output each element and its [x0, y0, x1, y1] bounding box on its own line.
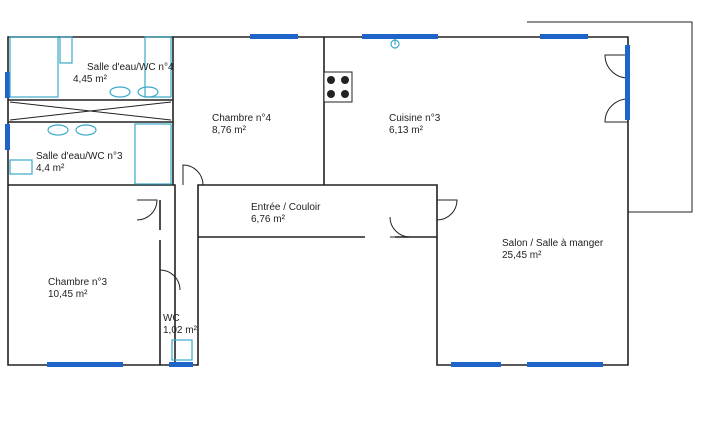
- window-salon-bottom-a: [451, 362, 501, 367]
- room-name-bath4: Salle d'eau/WC n°4: [87, 62, 174, 73]
- door-terrace-b: [604, 98, 629, 123]
- burner-4: [341, 90, 349, 98]
- window-cuisine: [362, 34, 438, 39]
- room-area-cuisine: 6,13 m²: [389, 125, 424, 136]
- sink-bath4-a: [109, 86, 131, 98]
- door-salon: [389, 216, 411, 238]
- room-area-bath3: 4,4 m²: [36, 163, 65, 174]
- fixture-bath4-top: [59, 36, 73, 64]
- room-area-chambre4: 8,76 m²: [212, 125, 247, 136]
- room-name-chambre4: Chambre n°4: [212, 113, 271, 124]
- door-wc: [159, 269, 181, 291]
- fixture-bath3-low: [9, 159, 33, 175]
- duct-cross-b: [9, 101, 172, 121]
- room-name-corridor: Entrée / Couloir: [251, 202, 321, 213]
- wall-bedroom3: [8, 184, 176, 365]
- burner-2: [341, 76, 349, 84]
- window-chambre3: [47, 362, 123, 367]
- window-bath3: [5, 124, 10, 150]
- outer-wall: [7, 36, 629, 366]
- room-name-bath3: Salle d'eau/WC n°3: [36, 151, 123, 162]
- door-terrace-a: [604, 54, 629, 79]
- sink-bath3-b: [75, 124, 97, 136]
- shower-bath4: [9, 36, 59, 98]
- window-bath4: [5, 72, 10, 98]
- door-chambre3: [136, 199, 158, 221]
- burner-3: [327, 90, 335, 98]
- window-wc: [169, 362, 193, 367]
- burner-1: [327, 76, 335, 84]
- room-name-wc: WC: [163, 313, 180, 324]
- terrace-outline: [527, 21, 693, 213]
- fixture-kitchen-sink: [390, 39, 400, 49]
- room-name-salon: Salon / Salle à manger: [502, 238, 604, 249]
- window-salon-bottom-b: [527, 362, 603, 367]
- door-entry: [436, 199, 458, 221]
- sink-bath3-a: [47, 124, 69, 136]
- room-area-salon: 25,45 m²: [502, 250, 542, 261]
- room-area-wc: 1,02 m²: [163, 325, 198, 336]
- room-name-chambre3: Chambre n°3: [48, 277, 107, 288]
- window-salon-top: [540, 34, 588, 39]
- shower-bath3: [134, 123, 172, 185]
- window-terrace: [625, 45, 630, 120]
- fixture-wc: [171, 339, 193, 361]
- fixture-bath4-side: [144, 36, 172, 98]
- sink-bath4-b: [137, 86, 159, 98]
- window-chambre4: [250, 34, 298, 39]
- cooktop: [323, 71, 353, 103]
- room-area-bath4: 4,45 m²: [73, 74, 108, 85]
- door-chambre4: [182, 164, 204, 186]
- room-area-chambre3: 10,45 m²: [48, 289, 88, 300]
- room-name-cuisine: Cuisine n°3: [389, 113, 441, 124]
- room-area-corridor: 6,76 m²: [251, 214, 286, 225]
